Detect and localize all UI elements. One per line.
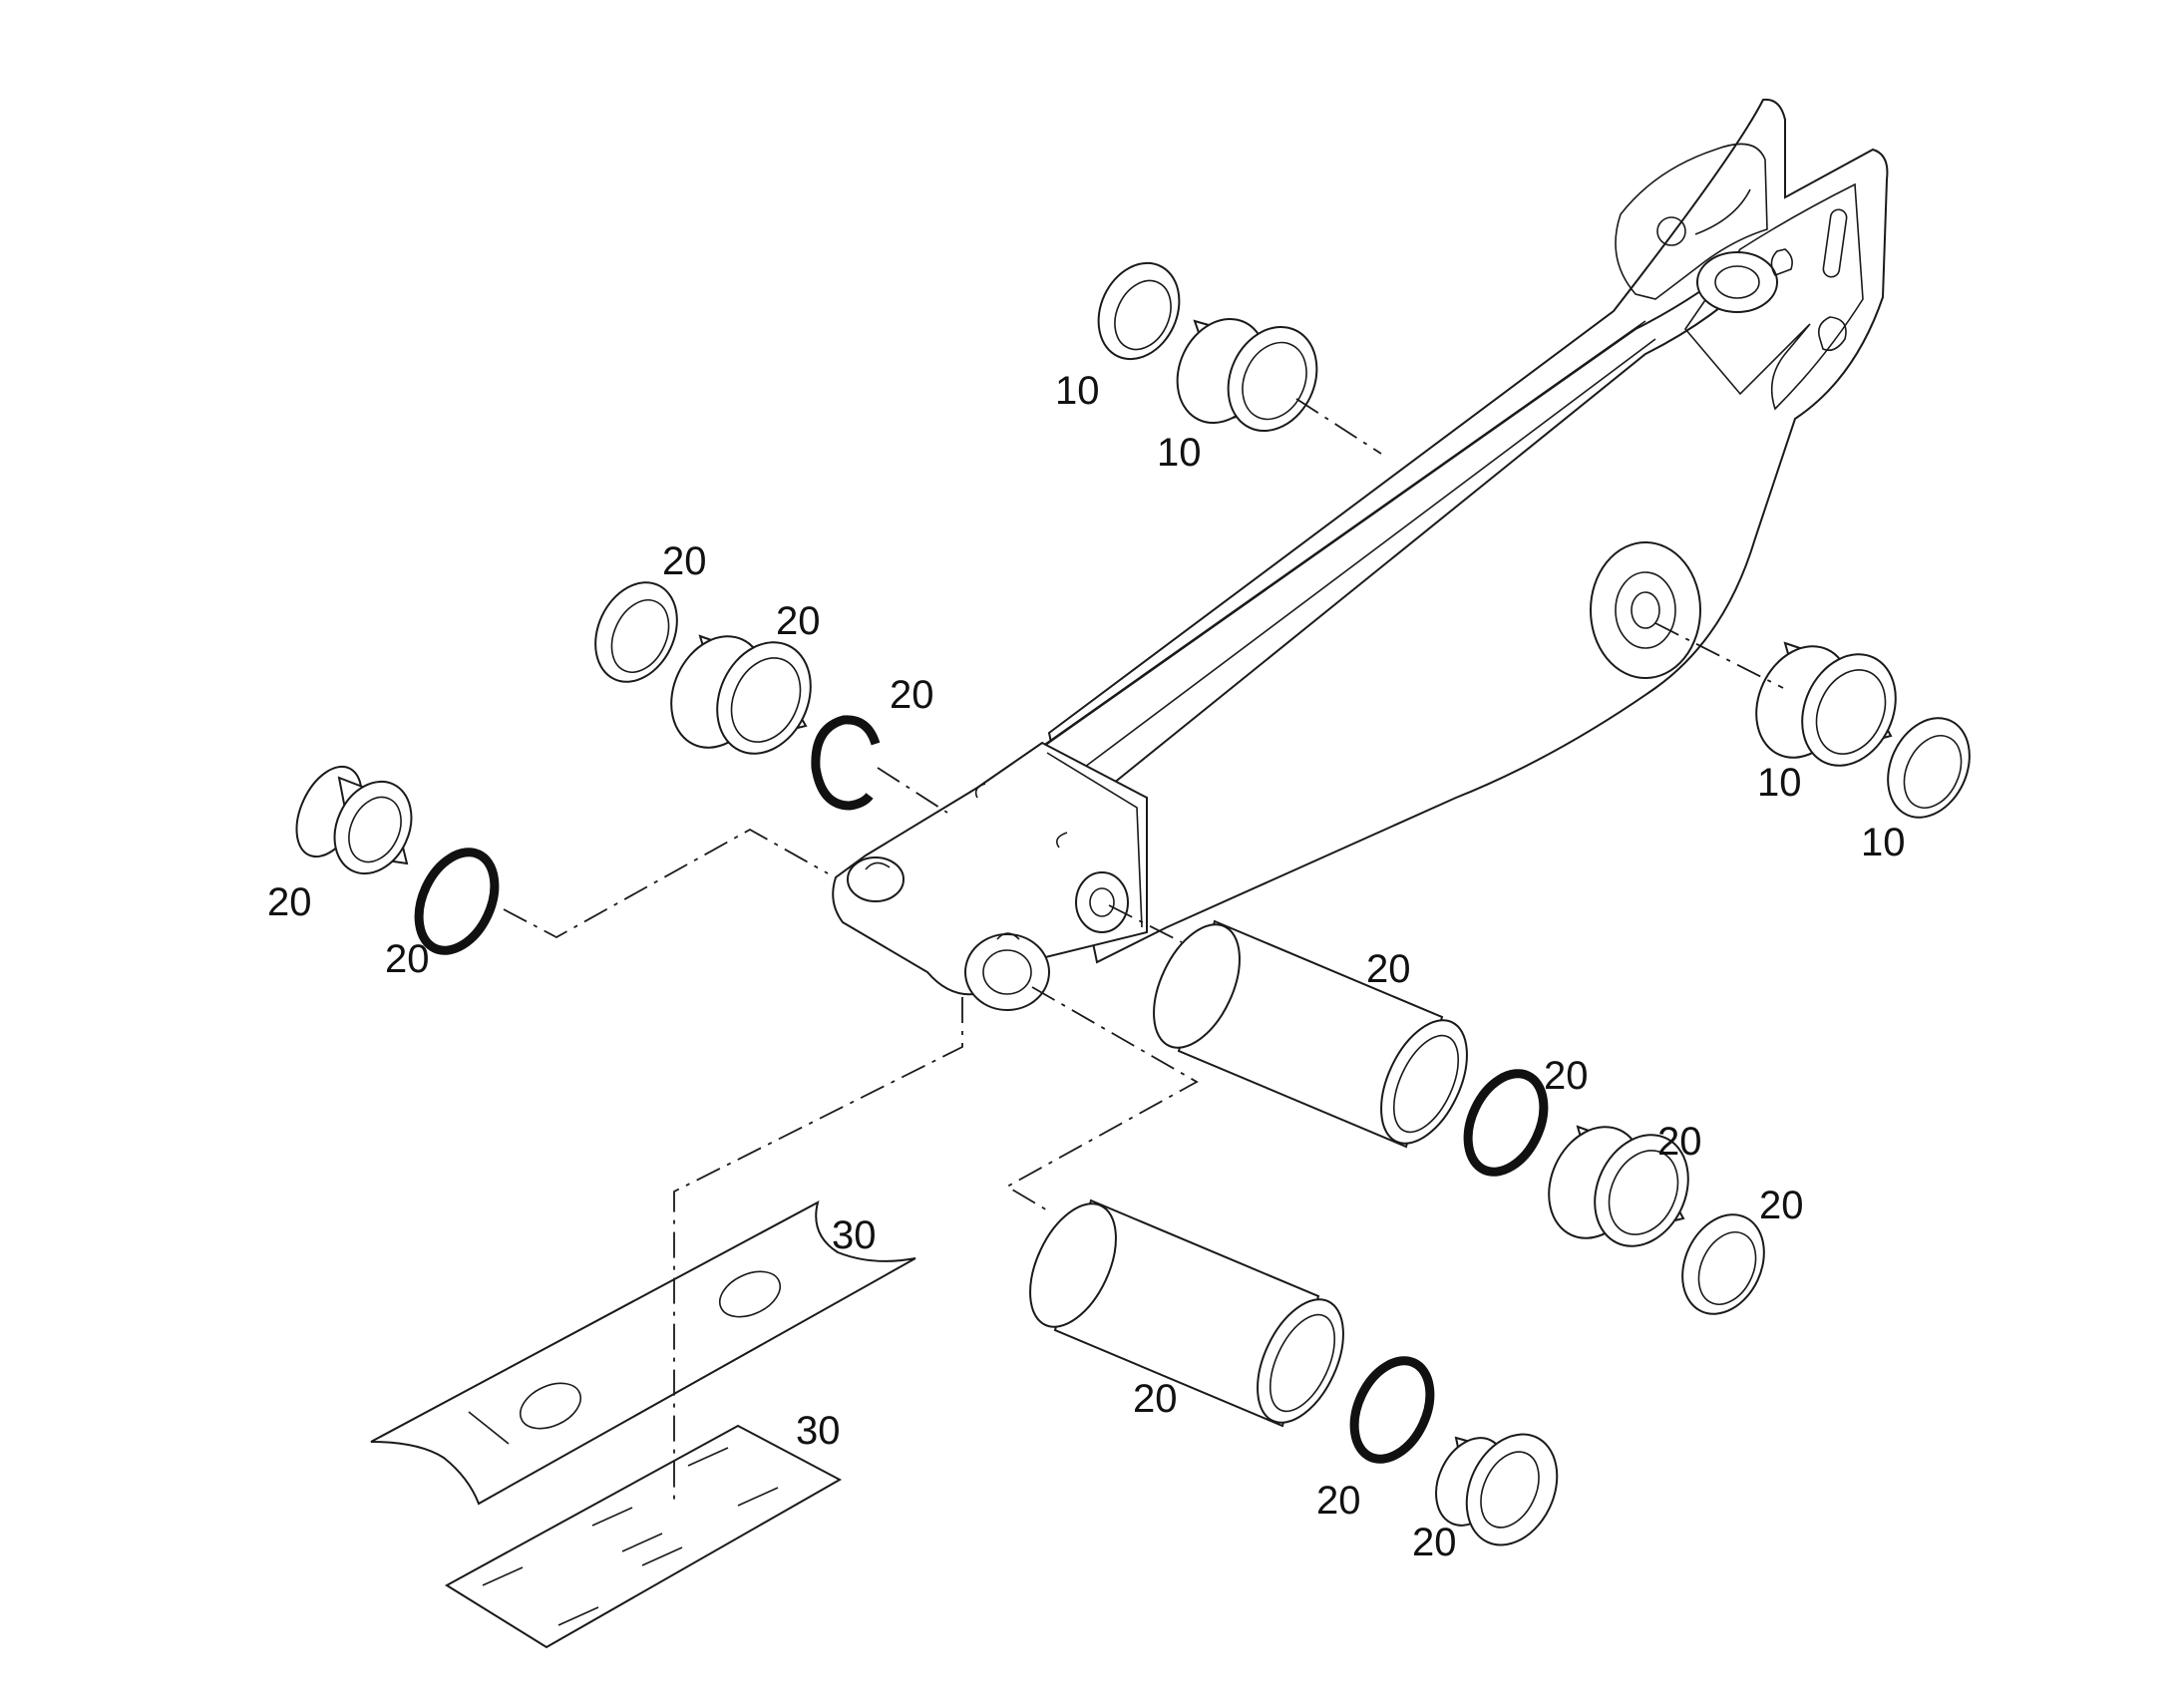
boom-top-pivot-boss xyxy=(1696,251,1778,313)
parts xyxy=(295,261,1971,1649)
callout-label: 30 xyxy=(832,1213,877,1257)
callout-label: 10 xyxy=(1861,821,1906,864)
callout-label: 30 xyxy=(796,1409,841,1453)
thrust-ring-lower-right xyxy=(1681,1213,1765,1315)
boom-side-boss xyxy=(1075,871,1129,933)
thrust-ring-top xyxy=(1097,261,1181,361)
boom-rear-plate xyxy=(1047,98,1889,964)
pin-upper xyxy=(1153,919,1468,1149)
callout-label: 20 xyxy=(385,937,430,981)
callout-label: 20 xyxy=(1316,1479,1361,1523)
bushing-right xyxy=(1755,641,1897,767)
flanged-bushing-left xyxy=(295,765,413,875)
boom-lower-pivot-right xyxy=(964,933,1050,1011)
callout-label: 10 xyxy=(1055,369,1100,413)
shim-curved xyxy=(370,1200,916,1506)
leader-lines xyxy=(503,398,1784,1501)
callout-label: 20 xyxy=(662,539,707,583)
callout-labels: 10 10 20 20 20 20 20 10 10 20 20 20 20 3… xyxy=(267,369,1906,1564)
o-ring-lower-pin xyxy=(1349,1356,1435,1464)
callout-label: 10 xyxy=(1757,761,1802,805)
thrust-ring-upper-left xyxy=(594,581,678,683)
callout-label: 20 xyxy=(776,599,821,643)
callout-label: 20 xyxy=(1759,1184,1804,1227)
bushing-lower-right xyxy=(1548,1125,1689,1247)
callout-label: 20 xyxy=(1657,1120,1702,1164)
callout-label: 20 xyxy=(1133,1377,1178,1421)
callout-label: 20 xyxy=(267,880,312,924)
bushing-top xyxy=(1176,317,1318,433)
callout-label: 20 xyxy=(1544,1054,1589,1098)
callout-label: 10 xyxy=(1157,431,1202,475)
boom-top-bracket xyxy=(1615,143,1768,300)
boom-arm xyxy=(832,98,1889,1011)
bushing-upper-left xyxy=(670,634,812,755)
callout-label: 20 xyxy=(890,673,934,717)
flanged-bushing-lower xyxy=(1435,1433,1559,1546)
callout-label: 20 xyxy=(1412,1521,1457,1564)
boom-mid-pivot-boss xyxy=(1590,541,1701,679)
shim-slots xyxy=(482,1447,779,1626)
boom-lower-pivot-left xyxy=(847,856,905,902)
o-ring-upper-pin xyxy=(1463,1069,1549,1177)
thrust-ring-right xyxy=(1887,717,1971,819)
retaining-ring-upper-left xyxy=(811,715,881,811)
pin-lower xyxy=(1029,1198,1344,1428)
shim-slotted xyxy=(445,1424,843,1649)
callout-label: 20 xyxy=(1366,947,1411,991)
o-ring-left xyxy=(414,848,500,955)
